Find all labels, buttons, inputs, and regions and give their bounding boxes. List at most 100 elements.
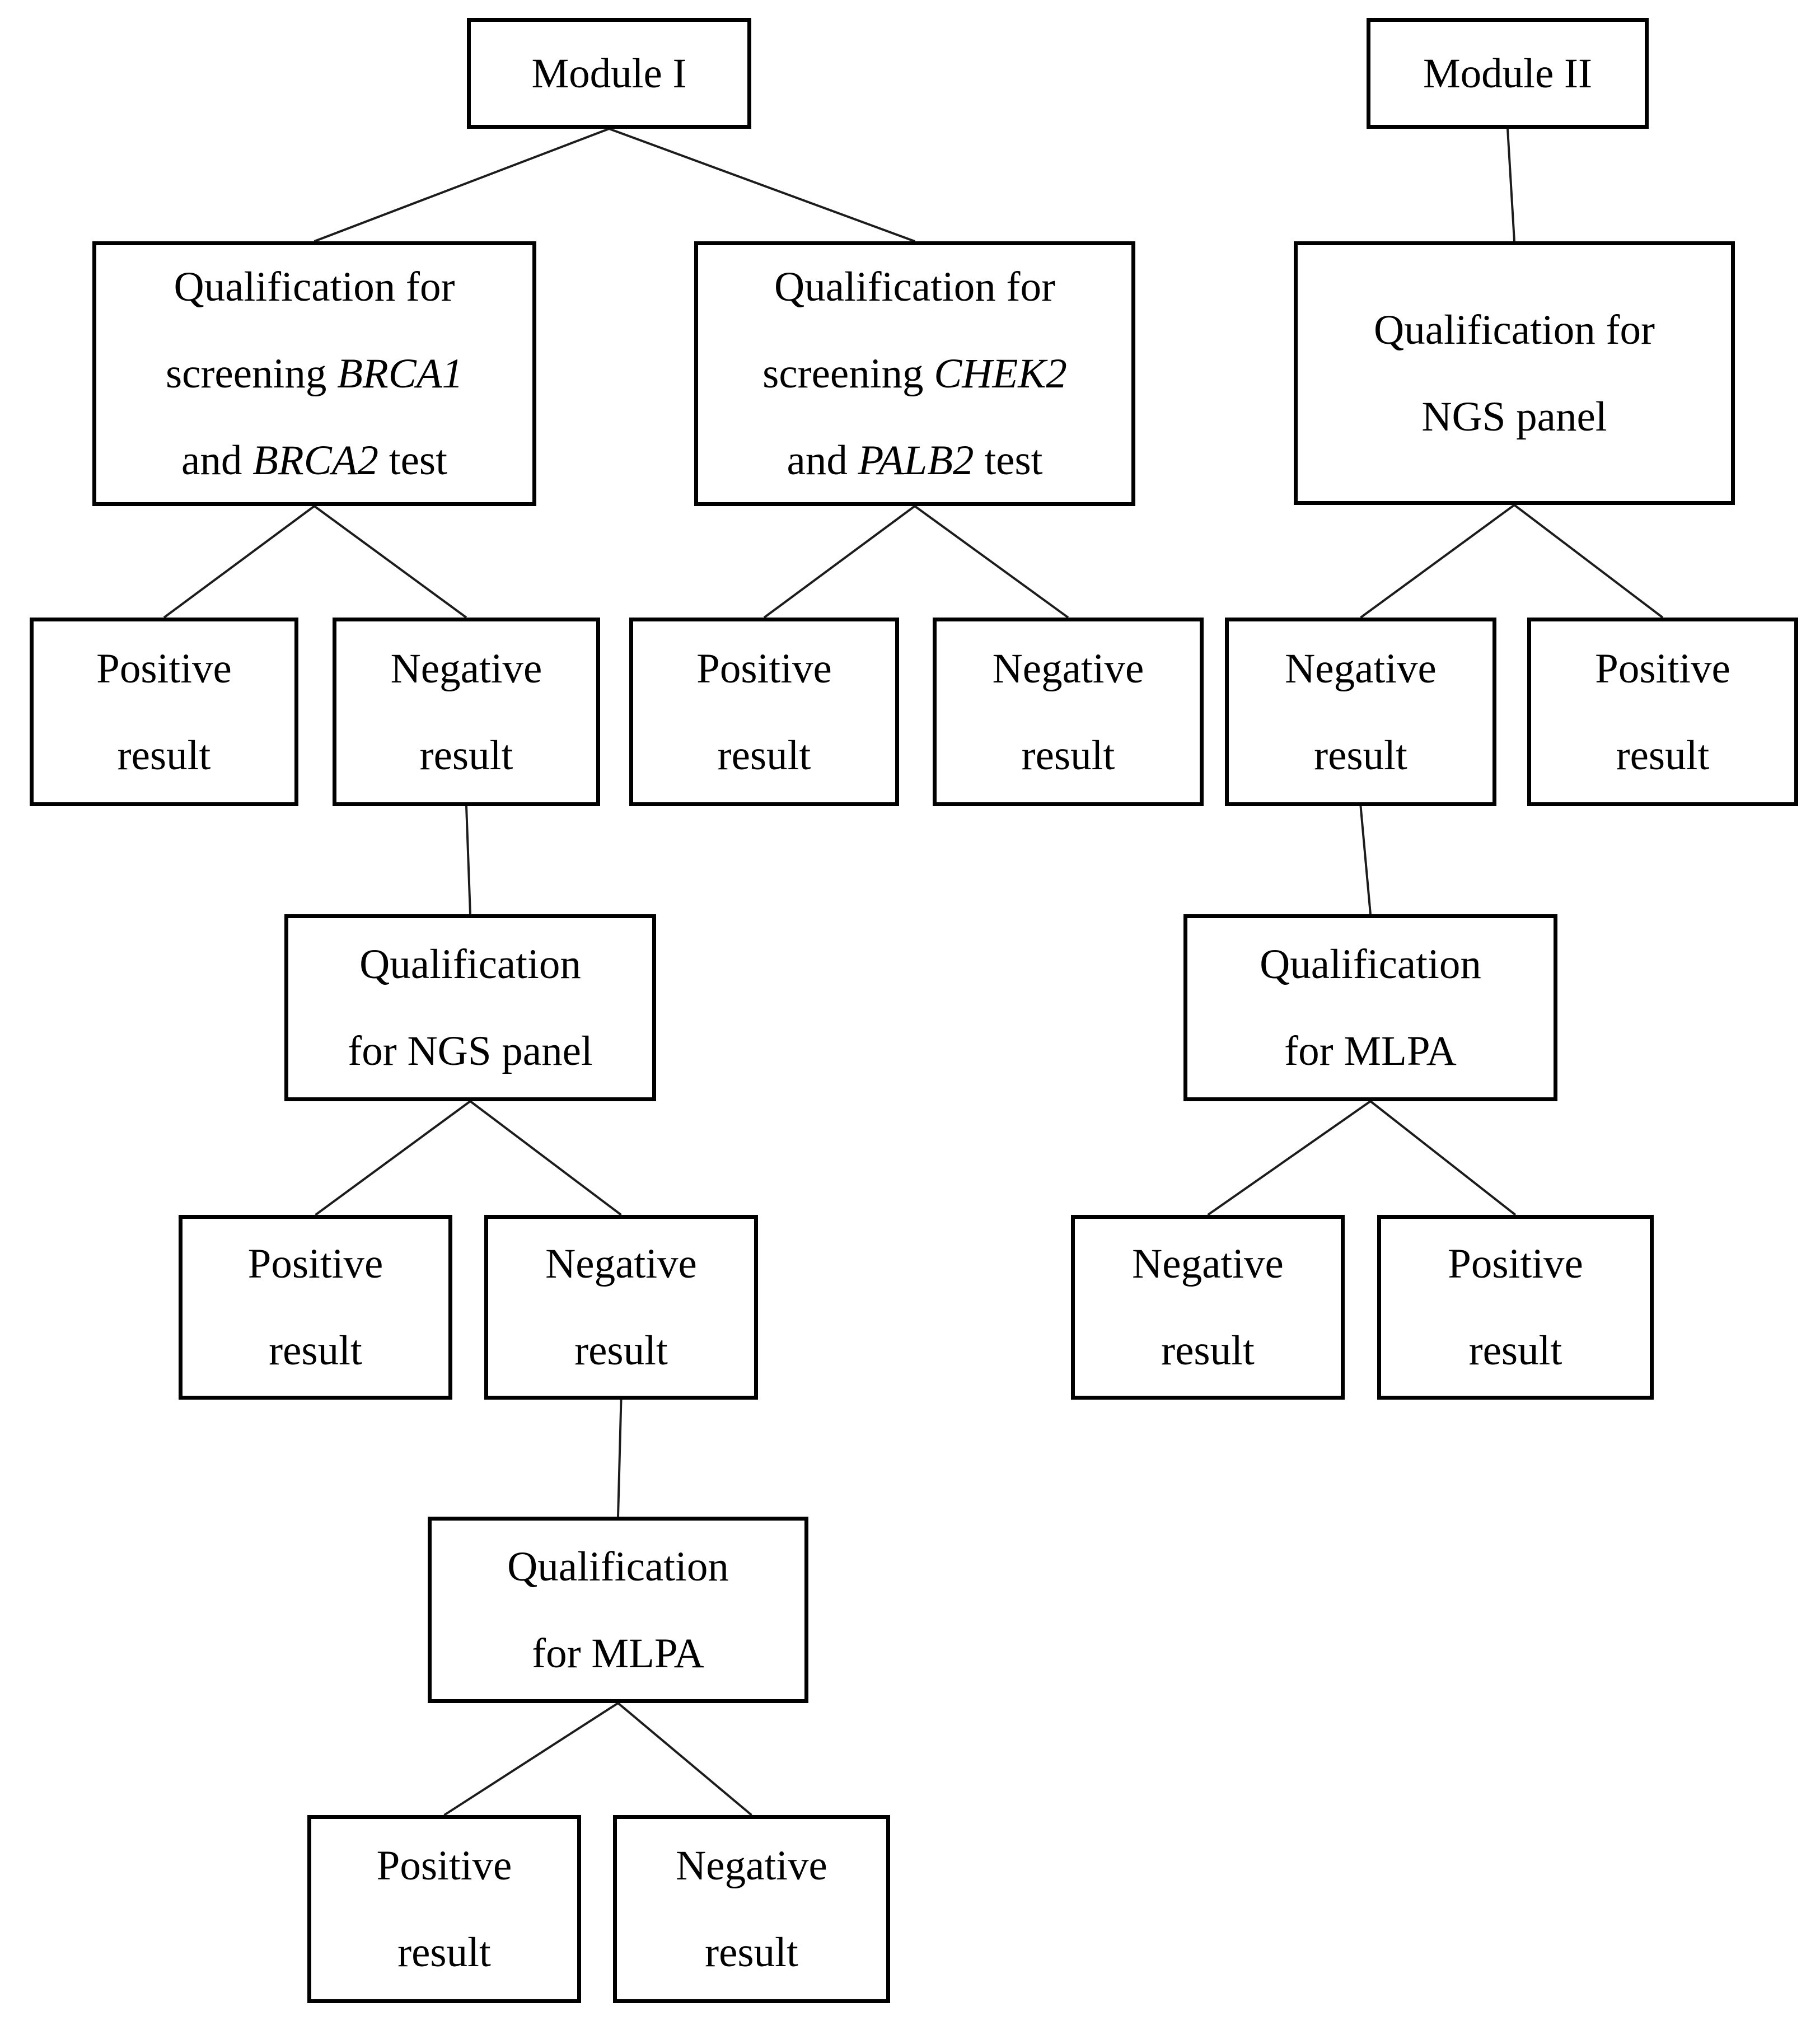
label-segment: Module I <box>531 50 687 97</box>
label-segment: Positive <box>1595 645 1730 692</box>
connector-module1-to-qualChek <box>609 128 915 242</box>
node-label-line: result <box>1022 712 1115 799</box>
node-label-line: Qualification for <box>174 244 455 330</box>
label-segment: test <box>974 437 1043 484</box>
connector-qualNgs2-to-p3 <box>1513 504 1664 619</box>
label-segment: Positive <box>247 1241 383 1287</box>
node-label-line: Positive <box>696 625 832 712</box>
label-segment: result <box>1468 1327 1562 1374</box>
label-segment: Positive <box>376 1842 512 1889</box>
label-segment: screening <box>762 350 934 397</box>
node-label-line: Positive <box>96 625 232 712</box>
connector-qualBrca-to-p1 <box>163 505 315 619</box>
connector-qualMlpa2-to-p5 <box>1369 1100 1517 1216</box>
node-label-line: for NGS panel <box>348 1008 592 1095</box>
connector-qualNgs1-to-p4 <box>315 1100 471 1216</box>
label-segment: Qualification <box>507 1543 729 1590</box>
connector-qualChek-to-p2 <box>763 505 916 619</box>
node-label-line: result <box>705 1909 798 1996</box>
label-segment: result <box>117 732 211 779</box>
node-label-line: Negative <box>391 625 542 712</box>
node-label-line: Negative <box>1132 1220 1284 1307</box>
label-segment: result <box>705 1929 798 1976</box>
node-label-line: result <box>1161 1307 1255 1394</box>
label-segment: screening <box>165 350 338 397</box>
label-segment: result <box>1314 732 1407 779</box>
label-segment: Qualification <box>1260 941 1481 988</box>
node-label-line: result <box>1616 712 1710 799</box>
node-qual-mlpa-module1: Qualification for MLPA <box>428 1517 808 1703</box>
label-segment: and <box>181 437 253 484</box>
node-module-i: Module I <box>467 18 751 129</box>
node-label-line: result <box>420 712 513 799</box>
node-module-ii: Module II <box>1367 18 1649 129</box>
node-positive-result-ngs-module1: Positive result <box>179 1215 452 1400</box>
label-segment: result <box>419 732 513 779</box>
connector-qualNgs1-to-n4 <box>469 1100 622 1216</box>
label-segment: result <box>574 1327 668 1374</box>
label-segment: Qualification for <box>174 264 455 310</box>
node-label-line: Qualification for <box>1374 287 1655 373</box>
node-label-line: Module I <box>531 30 686 117</box>
connector-qualMlpa1-to-p6 <box>443 1702 619 1816</box>
label-segment: Negative <box>992 645 1144 692</box>
node-label-line: and BRCA2 test <box>181 417 447 504</box>
label-segment: for NGS panel <box>348 1028 593 1074</box>
label-segment: for MLPA <box>532 1630 704 1677</box>
connector-module2-to-qualNgs2 <box>1506 128 1515 242</box>
gene-name-italic: PALB2 <box>858 437 974 484</box>
node-label-line: Negative <box>993 625 1144 712</box>
node-label-line: Module II <box>1423 30 1592 117</box>
node-qual-mlpa-module2: Qualification for MLPA <box>1183 914 1557 1101</box>
node-label-line: Positive <box>1448 1220 1583 1307</box>
node-label-line: Negative <box>545 1220 697 1307</box>
node-label-line: Qualification <box>1260 921 1481 1008</box>
label-segment: and <box>787 437 858 484</box>
label-segment: result <box>717 732 811 779</box>
label-segment: Negative <box>676 1842 827 1889</box>
label-segment: result <box>1161 1327 1255 1374</box>
node-label-line: for MLPA <box>1284 1008 1457 1095</box>
node-qual-screening-brca1-brca2: Qualification for screening BRCA1 and BRCA… <box>92 241 536 506</box>
node-label-line: result <box>397 1909 491 1996</box>
connector-qualChek-to-n2 <box>914 505 1069 619</box>
gene-name-italic: CHEK2 <box>934 350 1067 397</box>
node-label-line: Qualification for <box>774 244 1055 330</box>
node-negative-result-chek2: Negative result <box>933 618 1204 806</box>
node-label-line: NGS panel <box>1421 373 1607 460</box>
node-label-line: Positive <box>248 1220 383 1307</box>
gene-name-italic: BRCA1 <box>337 350 464 397</box>
connector-qualNgs2-to-n3 <box>1360 504 1515 619</box>
label-segment: Positive <box>96 645 232 692</box>
label-segment: Negative <box>1285 645 1437 692</box>
node-label-line: for MLPA <box>532 1610 704 1697</box>
node-negative-result-mlpa-module1: Negative result <box>613 1815 890 2003</box>
node-negative-result-mlpa-module2: Negative result <box>1071 1215 1345 1400</box>
label-segment: Negative <box>545 1241 697 1287</box>
node-label-line: Qualification <box>359 921 581 1008</box>
connector-n1-to-qualNgs1 <box>465 806 471 915</box>
node-positive-result-ngs-module2: Positive result <box>1527 618 1798 806</box>
gene-name-italic: BRCA2 <box>252 437 379 484</box>
node-label-line: and PALB2 test <box>787 417 1043 504</box>
node-label-line: Qualification <box>507 1523 729 1610</box>
label-segment: Qualification for <box>1374 306 1655 353</box>
label-segment: result <box>269 1327 362 1374</box>
label-segment: Qualification <box>359 941 581 988</box>
label-segment: Negative <box>390 645 542 692</box>
label-segment: NGS panel <box>1421 393 1607 440</box>
connector-module1-to-qualBrca <box>314 128 610 242</box>
label-segment: result <box>397 1929 491 1976</box>
node-positive-result-brca: Positive result <box>30 618 298 806</box>
connector-qualBrca-to-n1 <box>314 505 467 619</box>
node-label-line: result <box>1469 1307 1562 1394</box>
node-label-line: result <box>718 712 811 799</box>
connector-qualMlpa1-to-n6 <box>617 1702 752 1816</box>
label-segment: Qualification for <box>774 264 1055 310</box>
node-label-line: result <box>118 712 211 799</box>
node-label-line: Positive <box>1595 625 1730 712</box>
node-positive-result-mlpa-module2: Positive result <box>1377 1215 1654 1400</box>
label-segment: Module II <box>1423 50 1592 97</box>
connector-n4-to-qualMlpa1 <box>617 1399 623 1517</box>
